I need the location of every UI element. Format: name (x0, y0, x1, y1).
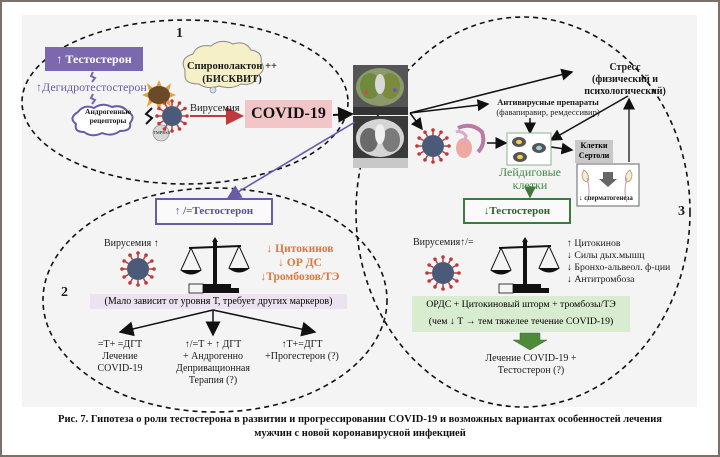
caption-line2: мужчин с новой коронавирусной инфекцией (254, 428, 466, 439)
testosterone-up-box: ↑ Тестостерон (45, 47, 143, 71)
option-2-line3: Деприващионная (176, 363, 250, 374)
leydig-line1: Лейдиговые (498, 165, 561, 179)
antivirals-label: Антивирусные препараты (фавапиравир, рем… (488, 97, 608, 117)
androgen-receptor-cloud (71, 103, 134, 137)
androgen-receptors-line1: Андрогенные (85, 107, 131, 116)
effect-antithrombosis: ↓ Антитромбоза (567, 274, 635, 285)
stress-line3: психологический) (584, 86, 666, 97)
option-2: ↑/=Т + ↑ ДГТ + Андрогенно Деприващионная… (165, 339, 261, 387)
ct-to-stress-arrow (409, 68, 574, 114)
virus-receptor-arrows (144, 107, 154, 125)
effect-thrombosis: ↓Тромбозов/ТЭ (260, 271, 340, 283)
spironolactone-cloud (182, 40, 264, 89)
treatment-down-arrow (512, 332, 548, 351)
option-3-line1: ↑Т+=ДГТ (281, 339, 323, 350)
spironolactone-line1: Спиронолактон ++ (186, 61, 278, 72)
ace2-receptor-icon (142, 80, 176, 110)
option-2-line2: + Андрогенно (183, 351, 243, 362)
leydig-to-sertoli-arrow (550, 142, 574, 155)
covid-to-ct-arrow (332, 106, 354, 123)
virus-icon-s2 (120, 251, 156, 287)
antivirals-line2: (фавапиравир, ремдессивир) (496, 106, 600, 117)
virus-icon-s1 (155, 99, 189, 133)
treatment-line1: Лечение COVID-19 + (485, 353, 577, 364)
androgen-receptors-label: Андрогенные рецепторы (80, 107, 136, 125)
testo-dht-link (89, 71, 97, 83)
viremia-label-s3: Вирусемия↑/= (413, 237, 474, 248)
leydig-line2: клетки (512, 178, 548, 192)
section2-ellipse (42, 187, 388, 413)
effect-ards: ↓ ОР ДС (278, 257, 322, 269)
section-number-3: 3 (678, 204, 685, 219)
spironolactone-line2: (БИСКВИТ) (202, 74, 262, 85)
virus-icon-s3b (425, 255, 461, 291)
section3-ellipse (355, 16, 691, 408)
section-number-1: 1 (176, 26, 183, 41)
balance-scale-icon-s3 (490, 237, 560, 294)
thought-bubble-dot (209, 86, 217, 94)
sertoli-line2: Сертоли (578, 151, 610, 160)
ct-scan-top (353, 65, 408, 115)
sertoli-cells-box: Клетки Сертоли (575, 140, 613, 163)
figure-caption: Рис. 7. Гипотеза о роли тестостерона в р… (20, 413, 700, 441)
testosterone-up-equal-box: ↑ /=Тестостерон (155, 198, 273, 225)
option-3-line2: +Прогестерон (?) (265, 351, 339, 362)
dht-up-label: ↑Дегидротестостерон (36, 80, 147, 94)
leydig-cells-icon (506, 132, 552, 166)
ct-to-antivirals-arrow (409, 99, 490, 114)
section2-note-bar: (Мало зависит от уровня Т, требует други… (90, 294, 347, 309)
option-1-line2: Лечение (102, 351, 138, 362)
viremia-label-s1: Вирусемия (190, 103, 240, 114)
effect-bronchoalveolar: ↓ Бронхо-альвеол. ф-ции (567, 262, 671, 273)
section3-summary-bar: ОРДС + Цитокиновый шторм + тромбозы/ТЭ (… (412, 296, 630, 332)
section1-ellipse (21, 19, 349, 185)
summary-line2: (чем ↓ Т → тем тяжелее течение COVID-19) (428, 316, 614, 327)
ct-scan-bottom (353, 116, 408, 168)
sertoli-line1: Клетки (580, 141, 608, 150)
antivirals-line1: Антивирусные препараты (497, 97, 599, 107)
spermatogenesis-label: ↓ сперматогенеза (579, 194, 633, 202)
ct-to-section2-arrow (226, 121, 356, 199)
stress-label: Стресс (физический и психологический) (572, 62, 678, 98)
spermatogenesis-icon (576, 163, 640, 207)
effect-cytokines: ↓ Цитокинов (266, 243, 334, 255)
covid-19-box: COVID-19 (245, 100, 332, 128)
caption-line1: Рис. 7. Гипотеза о роли тестостерона в р… (58, 414, 662, 425)
balance-scale-icon-s2 (180, 237, 250, 294)
viremia-label-s2: Вирусемия ↑ (104, 238, 159, 249)
branch-arrow-left (118, 309, 214, 337)
section2-effects: ↓ Цитокинов ↓ ОР ДС ↓Тромбозов/ТЭ (258, 242, 342, 284)
virus-icon-s3 (415, 128, 451, 164)
treatment-label: Лечение COVID-19 + Тестостерон (?) (472, 353, 590, 377)
stress-line1: Стресс (609, 62, 641, 73)
treatment-line2: Тестостерон (?) (497, 365, 565, 376)
stress-line2: (физический и (592, 74, 658, 85)
testis-icon (455, 123, 486, 158)
option-1-line1: =Т+ =ДГТ (97, 339, 143, 350)
option-3: ↑Т+=ДГТ +Прогестерон (?) (262, 339, 342, 363)
branch-arrow-right (212, 309, 317, 337)
leydig-cells-label: Лейдиговые клетки (498, 166, 562, 192)
androgen-receptors-line2: рецепторы (89, 116, 127, 125)
effect-resp-muscle: ↓ Силы дых.мышц (567, 250, 645, 261)
option-2-line4: Терапия (?) (188, 375, 238, 386)
tmprss-label: TMPRSS (153, 130, 171, 135)
option-1: =Т+ =ДГТ Лечение COVID-19 (80, 339, 160, 375)
ct-to-virus-arrow (409, 112, 423, 131)
testosterone-down-box: ↓Тестостерон (463, 198, 571, 224)
option-2-line1: ↑/=Т + ↑ ДГТ (184, 339, 242, 350)
section3-effects: ↑ Цитокинов ↓ Силы дых.мышц ↓ Бронхо-аль… (567, 238, 670, 286)
summary-line1: ОРДС + Цитокиновый шторм + тромбозы/ТЭ (426, 299, 616, 310)
stress-to-leydig-arrow (549, 95, 629, 141)
option-1-line3: COVID-19 (97, 363, 143, 374)
spironolactone-label: Спиронолактон ++ (БИСКВИТ) (186, 60, 278, 86)
section-number-2: 2 (61, 285, 68, 300)
effect-cytokines-up: ↑ Цитокинов (567, 238, 621, 249)
dht-receptor-link (89, 93, 97, 105)
